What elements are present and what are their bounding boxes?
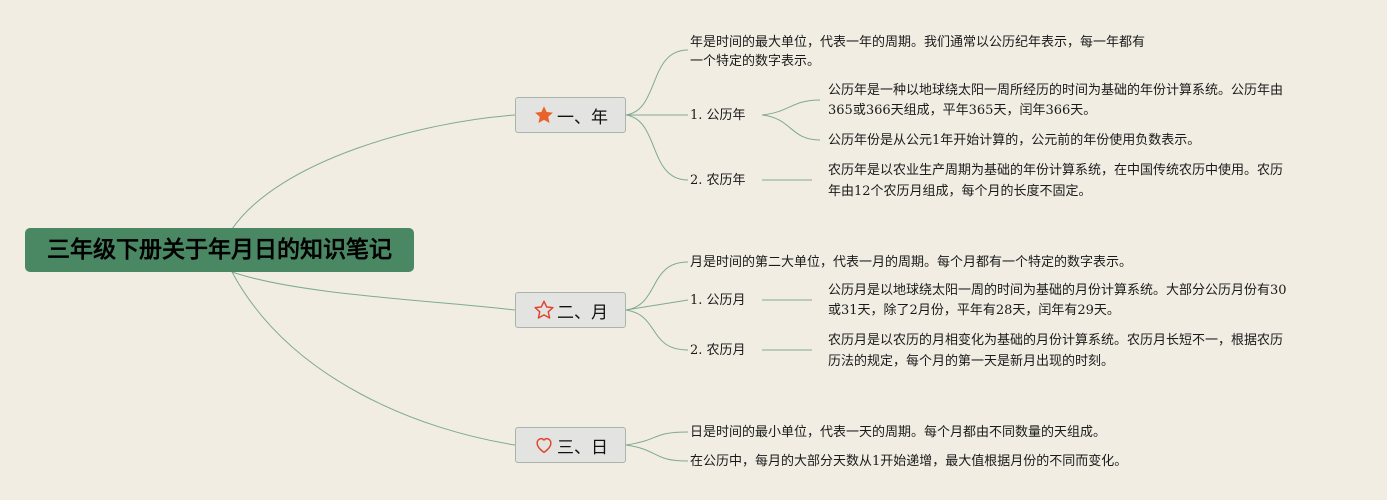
subtopic-lunar-year[interactable]: 2. 农历年 xyxy=(690,173,746,188)
heart-icon xyxy=(533,434,555,456)
topic-year[interactable]: 一、年 xyxy=(515,97,626,133)
month-intro: 月是时间的第二大单位，代表一月的周期。每个月都有一个特定的数字表示。 xyxy=(690,255,1133,270)
gregorian-month-detail-line-1: 公历月是以地球绕太阳一周的时间为基础的月份计算系统。大部分公历月份有30 xyxy=(828,283,1287,298)
lunar-year-detail-line-1: 农历年是以农业生产周期为基础的年份计算系统，在中国传统农历中使用。农历 xyxy=(828,163,1284,178)
lunar-year-detail-line-2: 年由12个农历月组成，每个月的长度不固定。 xyxy=(828,184,1092,199)
lunar-month-detail-line-1: 农历月是以农历的月相变化为基础的月份计算系统。农历月长短不一，根据农历 xyxy=(828,333,1284,348)
subtopic-gregorian-month[interactable]: 1. 公历月 xyxy=(690,293,746,308)
gregorian-year-detail-2: 公历年份是从公元1年开始计算的，公元前的年份使用负数表示。 xyxy=(828,133,1201,148)
topic-year-label: 一、年 xyxy=(557,107,608,128)
lunar-month-detail-line-2: 历法的规定，每个月的第一天是新月出现的时刻。 xyxy=(828,354,1115,369)
root-topic[interactable]: 三年级下册关于年月日的知识笔记 xyxy=(25,228,414,272)
topic-day[interactable]: 三、日 xyxy=(515,427,626,463)
year-intro-line-1: 年是时间的最大单位，代表一年的周期。我们通常以公历纪年表示，每一年都有 xyxy=(690,35,1146,50)
filled-star-icon xyxy=(533,104,555,126)
topic-day-label: 三、日 xyxy=(557,437,608,458)
day-item-1: 日是时间的最小单位，代表一天的周期。每个月都由不同数量的天组成。 xyxy=(690,425,1107,440)
gregorian-year-detail-line-2: 365或366天组成，平年365天，闰年366天。 xyxy=(828,103,1097,118)
topic-month-label: 二、月 xyxy=(557,302,608,323)
subtopic-gregorian-year[interactable]: 1. 公历年 xyxy=(690,108,746,123)
gregorian-month-detail-line-2: 或31天，除了2月份，平年有28天，闰年有29天。 xyxy=(828,303,1120,318)
topic-month[interactable]: 二、月 xyxy=(515,292,626,328)
year-intro-line-2: 一个特定的数字表示。 xyxy=(690,54,821,69)
subtopic-lunar-month[interactable]: 2. 农历月 xyxy=(690,343,746,358)
gregorian-year-detail-line-1: 公历年是一种以地球绕太阳一周所经历的时间为基础的年份计算系统。公历年由 xyxy=(828,83,1284,98)
day-item-2: 在公历中，每月的大部分天数从1开始递增，最大值根据月份的不同而变化。 xyxy=(690,454,1128,469)
outline-star-icon xyxy=(533,299,555,321)
root-title: 三年级下册关于年月日的知识笔记 xyxy=(47,237,392,263)
